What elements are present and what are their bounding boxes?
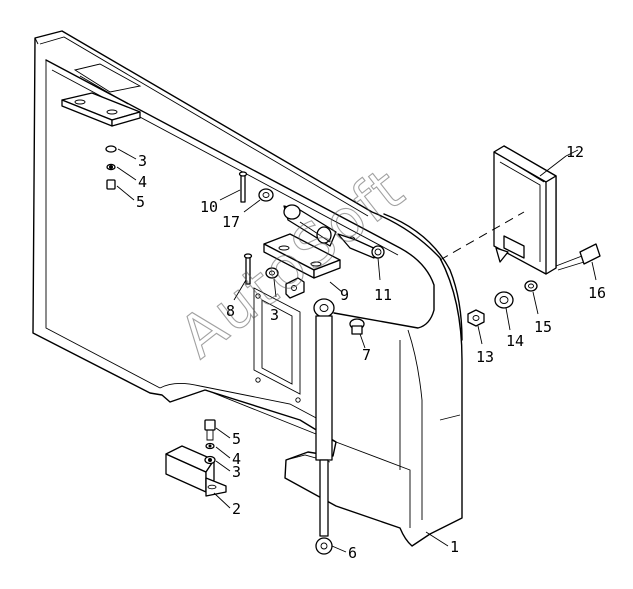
leader-1	[425, 531, 449, 547]
callout-6: 6	[348, 544, 357, 562]
control-box	[493, 145, 567, 275]
washer-14	[494, 291, 514, 331]
projection-line	[439, 211, 525, 261]
callout-3-lower: 3	[232, 463, 241, 481]
callout-4-lower: 4	[232, 450, 241, 468]
top-bracket	[61, 92, 141, 127]
callout-11: 11	[374, 286, 392, 304]
gas-strut	[313, 298, 347, 555]
leader-12	[565, 149, 579, 157]
bolt-16	[555, 243, 601, 281]
washer-15	[524, 280, 539, 315]
screw-7	[349, 318, 366, 349]
callout-1: 1	[450, 538, 459, 556]
callout-9: 9	[340, 286, 349, 304]
callout-15: 15	[534, 318, 552, 336]
washer-17	[243, 188, 274, 213]
callout-3-hinge: 3	[270, 306, 279, 324]
callout-16: 16	[588, 284, 606, 302]
clevis-pin-10	[219, 171, 248, 203]
lower-bracket	[165, 445, 231, 509]
callout-2: 2	[232, 500, 241, 518]
upper-washer-stack	[105, 145, 137, 201]
callout-12: 12	[566, 143, 584, 161]
callout-5-lower: 5	[232, 430, 241, 448]
clevis-pin-8	[233, 253, 253, 301]
nut-13	[467, 309, 485, 345]
callout-3-upper: 3	[138, 152, 147, 170]
callout-13: 13	[476, 348, 494, 366]
mount-plate	[285, 277, 305, 299]
callout-10: 10	[200, 198, 218, 216]
hinge	[263, 204, 343, 293]
washer-3-hinge	[265, 267, 279, 298]
callout-7: 7	[362, 346, 371, 364]
callout-8: 8	[226, 302, 235, 320]
pin-11	[337, 233, 385, 281]
callout-17: 17	[222, 213, 240, 231]
callout-5-upper: 5	[136, 193, 145, 211]
lower-washer-stack	[204, 419, 231, 472]
callout-4-upper: 4	[138, 173, 147, 191]
callout-14: 14	[506, 332, 524, 350]
